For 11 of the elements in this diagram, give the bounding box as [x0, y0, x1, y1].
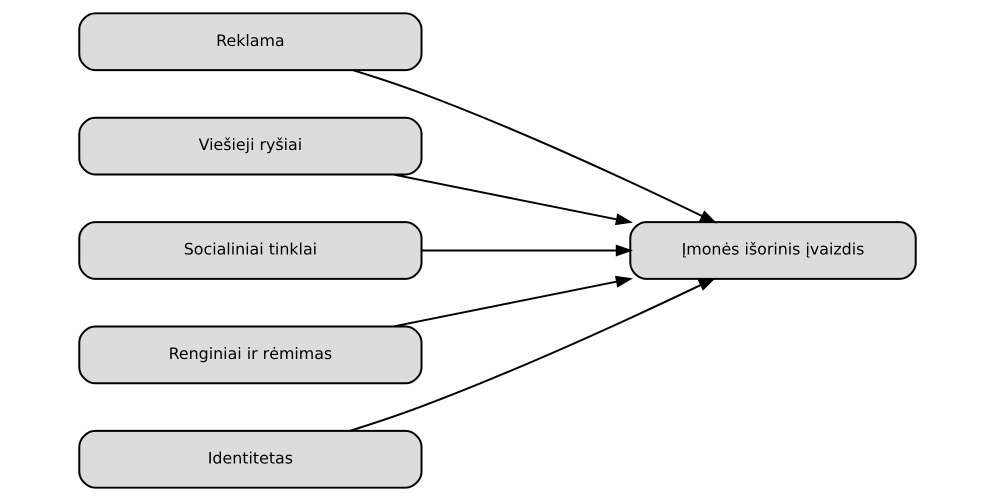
node-box: Reklama — [78, 12, 422, 72]
node-box: Įmonės išorinis įvaizdis — [629, 221, 917, 280]
node-box: Viešieji ryšiai — [78, 116, 422, 176]
node-box: Renginiai ir rėmimas — [78, 326, 422, 384]
arrow — [422, 244, 633, 257]
node-box: Socialiniai tinklai — [78, 221, 422, 280]
arrow — [393, 174, 633, 226]
node-box: Identitetas — [78, 430, 422, 489]
arrow — [352, 69, 718, 224]
arrow — [393, 276, 633, 328]
arrow — [350, 278, 716, 432]
